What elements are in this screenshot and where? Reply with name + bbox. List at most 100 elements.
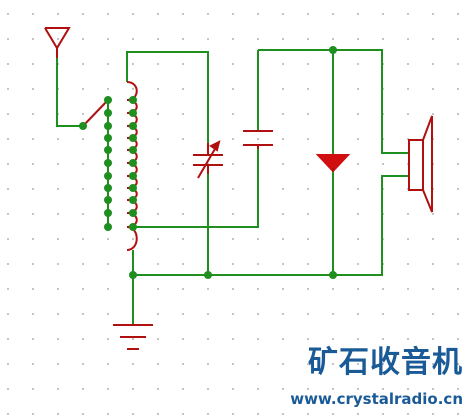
grid-dot	[82, 313, 84, 315]
tapped-coil	[126, 81, 138, 251]
grid-dot	[257, 413, 259, 415]
grid-dot	[257, 288, 259, 290]
grid-dot	[32, 38, 34, 40]
grid-dot	[307, 413, 309, 415]
grid-dot	[157, 13, 159, 15]
grid-dot	[432, 63, 434, 65]
grid-dot	[282, 38, 284, 40]
junction-dot	[129, 271, 137, 279]
brand-website: www.crystalradio.cn	[290, 390, 463, 408]
grid-dot	[257, 338, 259, 340]
grid-dot	[57, 288, 59, 290]
grid-dot	[307, 188, 309, 190]
wire-coil-top	[126, 51, 209, 143]
grid-dot	[407, 13, 409, 15]
grid-dot	[82, 13, 84, 15]
grid-dot	[282, 238, 284, 240]
grid-dot	[432, 338, 434, 340]
grid-dot	[157, 413, 159, 415]
junction-dot	[104, 209, 112, 217]
grid-dot	[157, 88, 159, 90]
grid-dot	[232, 363, 234, 365]
grid-dot	[332, 413, 334, 415]
grid-dot	[232, 188, 234, 190]
grid-dot	[82, 63, 84, 65]
grid-dot	[407, 313, 409, 315]
grid-dot	[107, 38, 109, 40]
grid-dot	[232, 288, 234, 290]
grid-dot	[332, 338, 334, 340]
grid-dot	[232, 313, 234, 315]
grid-dot	[82, 113, 84, 115]
grid-dot	[57, 13, 59, 15]
grid-dot	[182, 363, 184, 365]
junction-dot	[129, 196, 137, 204]
grid-dot	[7, 63, 9, 65]
grid-dot	[107, 313, 109, 315]
grid-dot	[432, 113, 434, 115]
grid-dot	[107, 413, 109, 415]
grid-dot	[182, 213, 184, 215]
grid-dot	[157, 238, 159, 240]
grid-dot	[282, 163, 284, 165]
grid-dot	[382, 363, 384, 365]
grid-dot	[307, 88, 309, 90]
grid-dot	[232, 13, 234, 15]
grid-dot	[407, 63, 409, 65]
grid-dot	[382, 38, 384, 40]
grid-dot	[457, 113, 459, 115]
grid-dot	[57, 413, 59, 415]
grid-dot	[207, 388, 209, 390]
grid-dot	[7, 363, 9, 365]
grid-dot	[7, 213, 9, 215]
grid-dot	[282, 63, 284, 65]
wire-cap-to-tap	[133, 149, 259, 228]
grid-dot	[132, 13, 134, 15]
grid-dot	[57, 313, 59, 315]
grid-dot	[282, 188, 284, 190]
grid-dot	[82, 163, 84, 165]
grid-dot	[32, 88, 34, 90]
grid-dot	[132, 63, 134, 65]
grid-dot	[257, 313, 259, 315]
grid-dot	[307, 63, 309, 65]
grid-dot	[332, 363, 334, 365]
junction-dots	[79, 46, 337, 279]
grid-dot	[182, 413, 184, 415]
junction-dot	[129, 134, 137, 142]
junction-dot	[129, 109, 137, 117]
grid-dot	[357, 88, 359, 90]
grid-dot	[307, 238, 309, 240]
grid-dot	[82, 38, 84, 40]
grid-dot	[457, 138, 459, 140]
grid-dot	[282, 338, 284, 340]
grid-dot	[307, 13, 309, 15]
grid-dot	[282, 413, 284, 415]
grid-dot	[357, 163, 359, 165]
grid-dot	[382, 313, 384, 315]
junction-dot	[129, 209, 137, 217]
grid-dot	[182, 388, 184, 390]
grid-dot	[132, 38, 134, 40]
grid-dot	[457, 388, 459, 390]
grid-dot	[132, 413, 134, 415]
grid-dot	[7, 413, 9, 415]
grid-dot	[207, 363, 209, 365]
ground-icon	[113, 324, 153, 350]
junction-dot	[104, 172, 112, 180]
grid-dot	[432, 13, 434, 15]
grid-dot	[407, 263, 409, 265]
junction-dot	[129, 146, 137, 154]
grid-dot	[407, 288, 409, 290]
grid-dot	[282, 88, 284, 90]
junction-dot	[104, 184, 112, 192]
grid-dot	[107, 238, 109, 240]
grid-dot	[107, 363, 109, 365]
grid-dot	[432, 288, 434, 290]
grid-dot	[357, 288, 359, 290]
grid-dot	[407, 113, 409, 115]
grid-dot	[207, 288, 209, 290]
grid-dot	[382, 338, 384, 340]
grid-dot	[432, 413, 434, 415]
grid-dot	[257, 13, 259, 15]
